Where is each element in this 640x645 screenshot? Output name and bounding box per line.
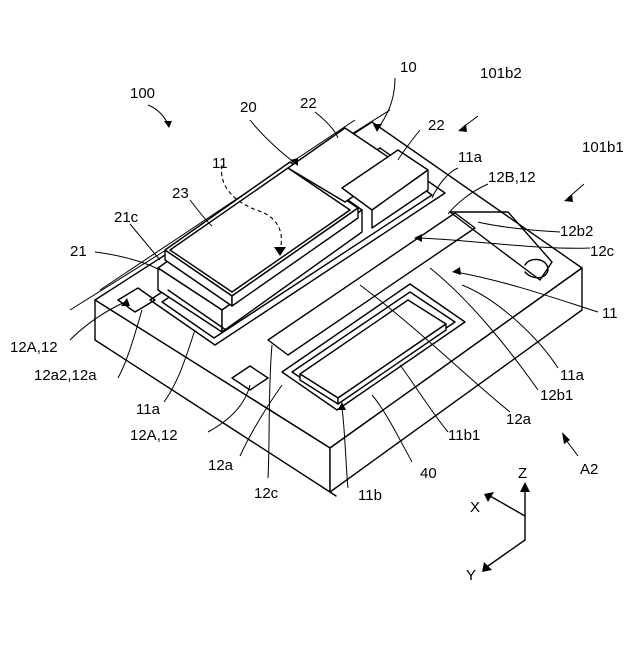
label-12b1: 12b1 [540,387,573,404]
label-101b1: 101b1 [582,139,624,156]
label-11b1: 11b1 [448,427,480,444]
label-21: 21 [70,243,87,260]
label-22-left: 22 [300,95,317,112]
axis-label-x: X [470,499,480,516]
label-11a-left: 11a [136,401,161,418]
coordinate-axes [482,482,530,572]
label-11-right: 11 [602,305,618,322]
label-12a-bottom: 12a [208,457,234,474]
axis-label-y: Y [466,567,476,584]
label-20: 20 [240,99,257,116]
label-11-top: 11 [212,155,228,172]
axis-label-z: Z [518,465,527,482]
label-12a2-12a: 12a2,12a [34,367,97,384]
label-23: 23 [172,185,189,202]
label-22-right: 22 [428,117,445,134]
label-11a-top: 11a [458,149,483,166]
label-12A-12-top: 12A,12 [10,339,58,356]
label-A2: A2 [580,461,598,478]
label-12A-12-bottom: 12A,12 [130,427,178,444]
label-10: 10 [400,59,417,76]
label-11a-right: 11a [560,367,585,384]
label-100: 100 [130,85,155,102]
label-40: 40 [420,465,437,482]
label-21c: 21c [114,209,139,226]
label-12c-right: 12c [590,243,615,260]
label-11b: 11b [358,487,382,504]
label-12c-bottom: 12c [254,485,279,502]
label-12a-right: 12a [506,411,532,428]
label-12b2: 12b2 [560,223,593,240]
label-12B-12: 12B,12 [488,169,536,186]
label-101b2: 101b2 [480,65,522,82]
